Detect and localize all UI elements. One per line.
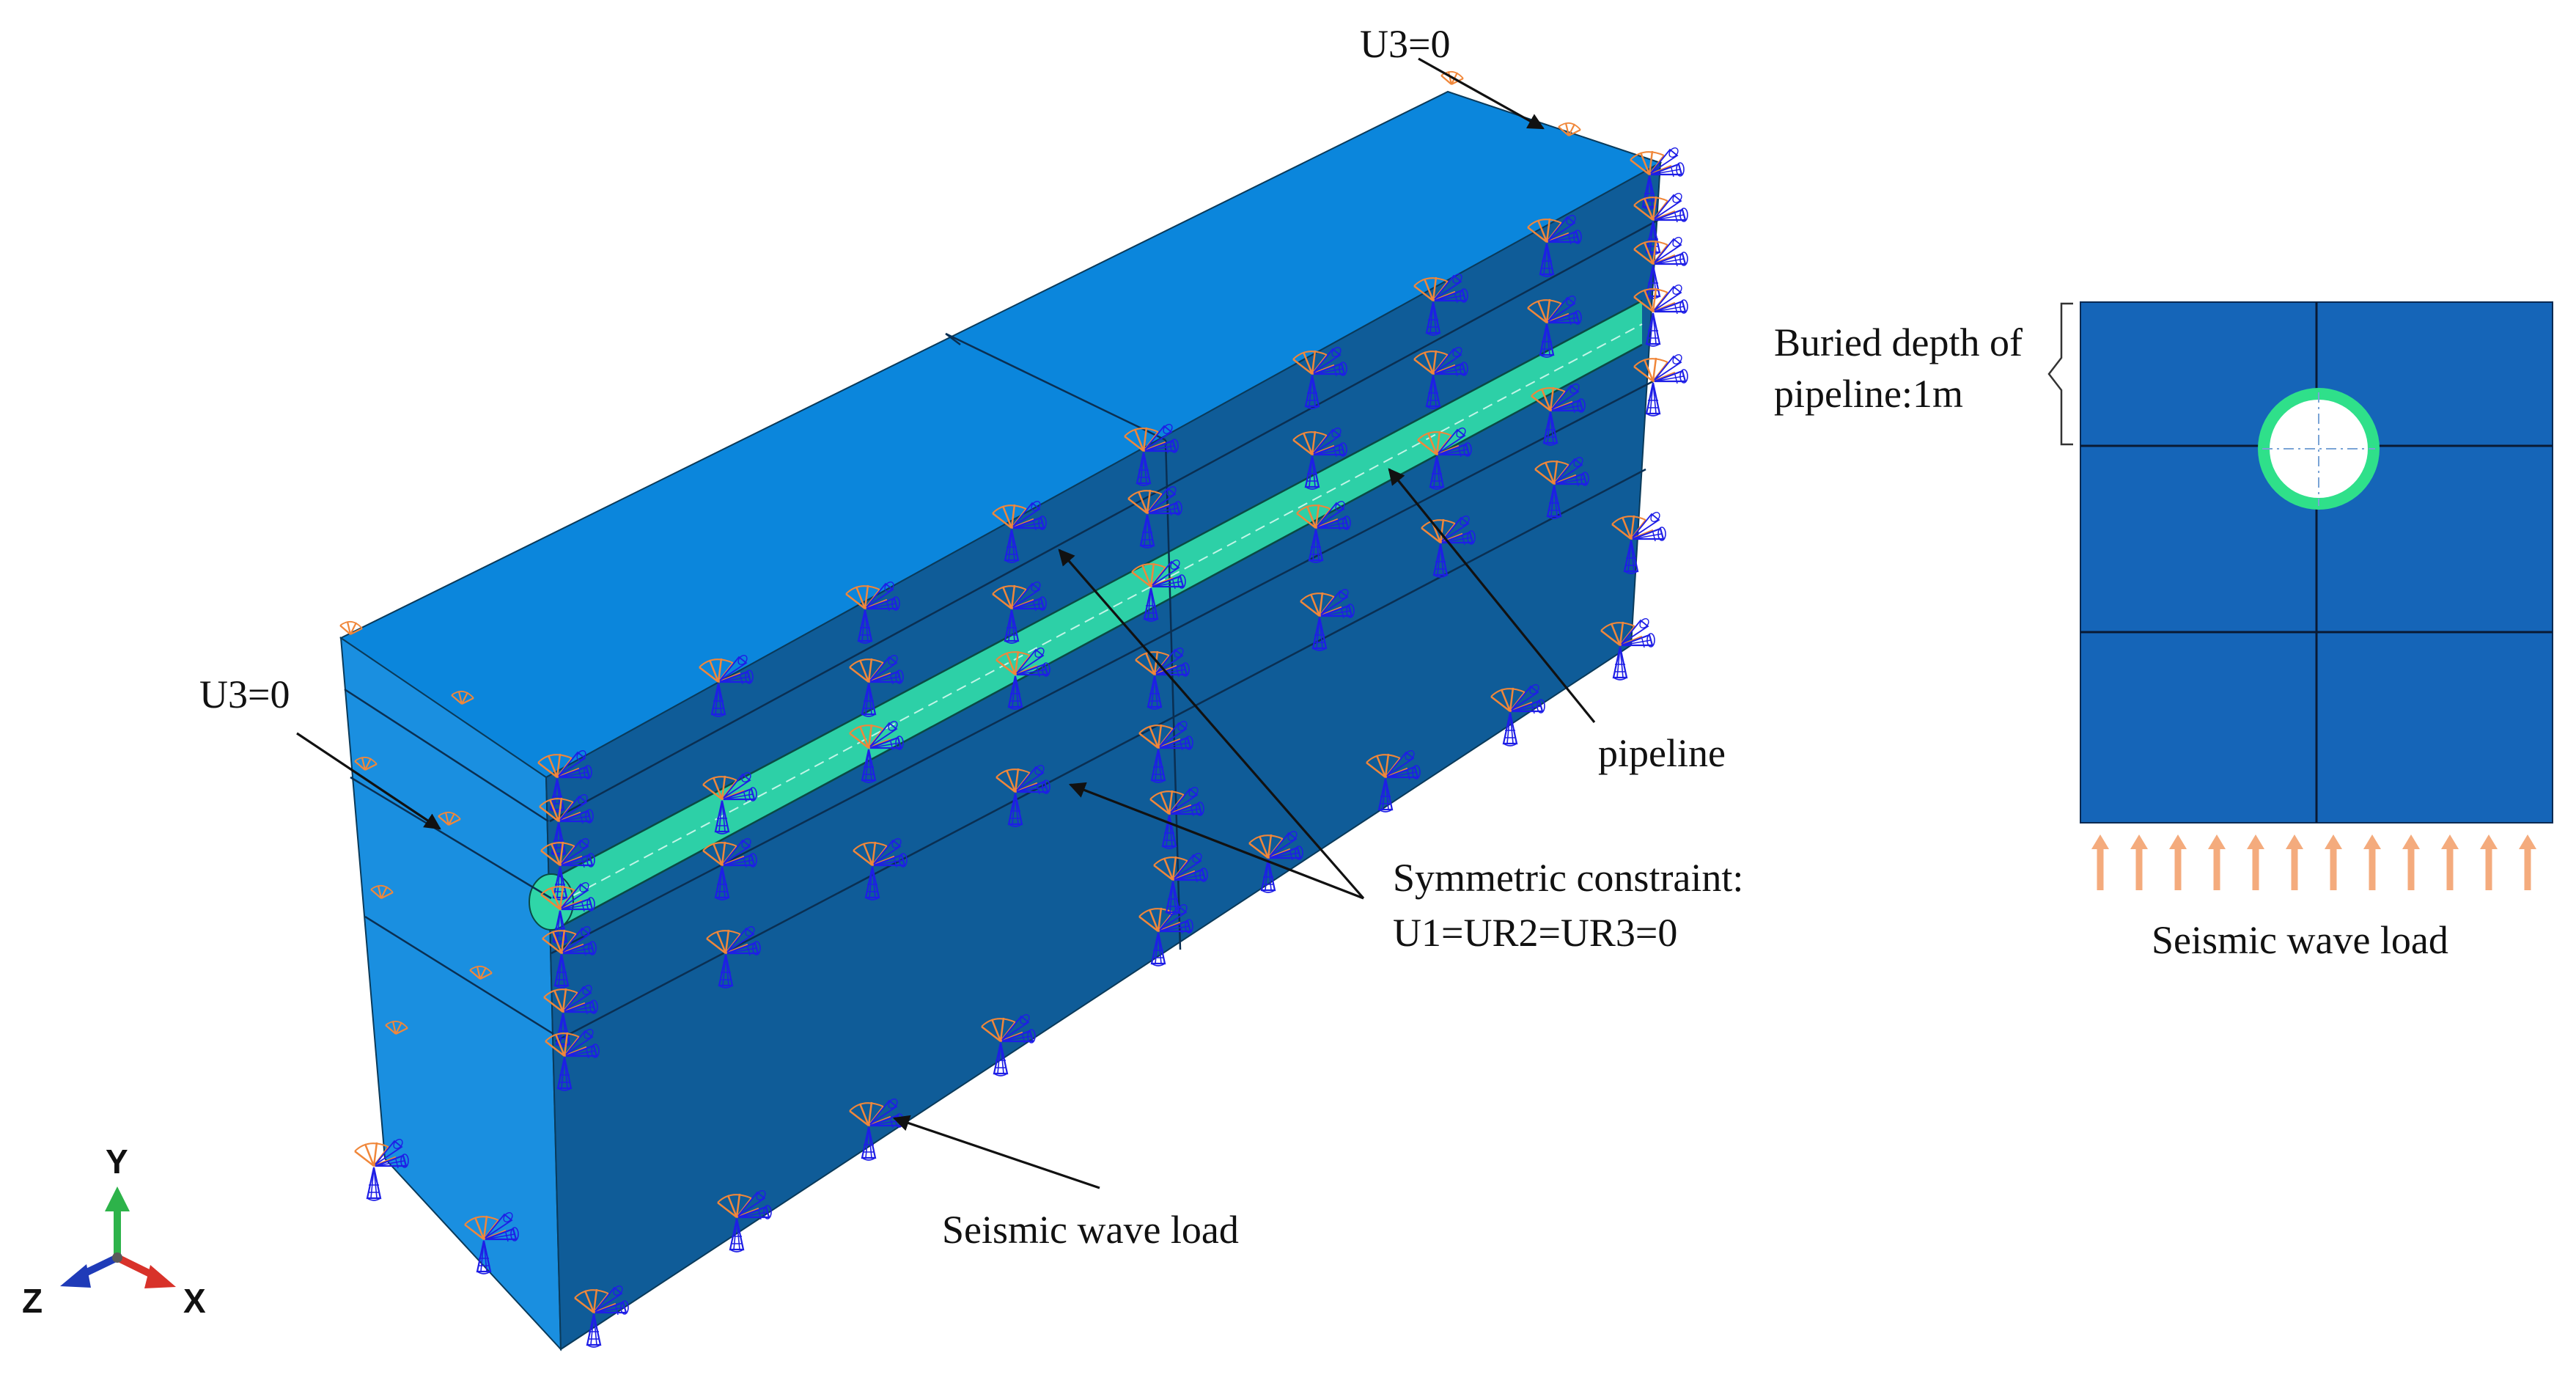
upward-arrow-icon: [2402, 834, 2420, 890]
symmetric-arrow-1: [1058, 549, 1365, 900]
upward-arrow-icon: [2325, 834, 2342, 890]
upward-arrow-icon: [2247, 834, 2264, 890]
top-partition-lines: [945, 332, 1166, 441]
annotation-arrows: [296, 57, 1596, 1189]
upward-arrow-icon: [2286, 834, 2303, 890]
u3-top-label: U3=0: [1360, 22, 1450, 66]
upward-arrow-icon: [2130, 834, 2148, 890]
buried-depth-label: Buried depth of: [1774, 320, 2023, 364]
soil-block-3d: [339, 90, 1663, 1351]
axis-x-label: X: [183, 1282, 206, 1320]
upward-arrow-icon: [2208, 834, 2226, 890]
symmetric-arrow-2: [1068, 782, 1364, 900]
section-seismic-label: Seismic wave load: [2152, 918, 2448, 962]
buried-depth-value: pipeline:1m: [1774, 372, 1963, 416]
x-axis-head: [144, 1265, 176, 1288]
u3-top-arrow: [1418, 57, 1545, 130]
upward-arrow-icon: [2363, 834, 2381, 890]
front-partition-lines: [549, 219, 1659, 1043]
cross-section: [2047, 301, 2553, 823]
upward-arrow-icon: [2169, 834, 2187, 890]
left-partition-lines: [344, 688, 554, 1035]
upward-arrow-icon: [2519, 834, 2536, 890]
upward-arrow-icon: [2441, 834, 2459, 890]
pipeline-centerline: [558, 323, 1643, 904]
upward-arrow-icon: [2480, 834, 2498, 890]
z-axis-head: [60, 1264, 91, 1288]
section-pipe-interior: [2270, 400, 2368, 498]
symmetric-constraint-values: U1=UR2=UR3=0: [1393, 911, 1677, 955]
u3-left-label: U3=0: [199, 672, 290, 716]
section-load-arrows: [2091, 834, 2536, 890]
seismic-3d-label: Seismic wave load: [942, 1208, 1239, 1252]
depth-bracket: [2047, 302, 2073, 446]
pipeline-arrow: [1388, 468, 1596, 724]
y-axis-head: [105, 1186, 130, 1211]
section-pipe-axes: [2262, 392, 2375, 506]
upward-arrow-icon: [2091, 834, 2109, 890]
pipeline-label: pipeline: [1598, 731, 1726, 775]
seismic-3d-arrow: [892, 1115, 1100, 1189]
axis-y-label: Y: [106, 1142, 128, 1181]
axis-triad: [60, 1186, 176, 1288]
u3-left-arrow: [296, 732, 441, 830]
symmetric-constraint-label: Symmetric constraint:: [1393, 856, 1743, 900]
axis-z-label: Z: [22, 1282, 43, 1320]
